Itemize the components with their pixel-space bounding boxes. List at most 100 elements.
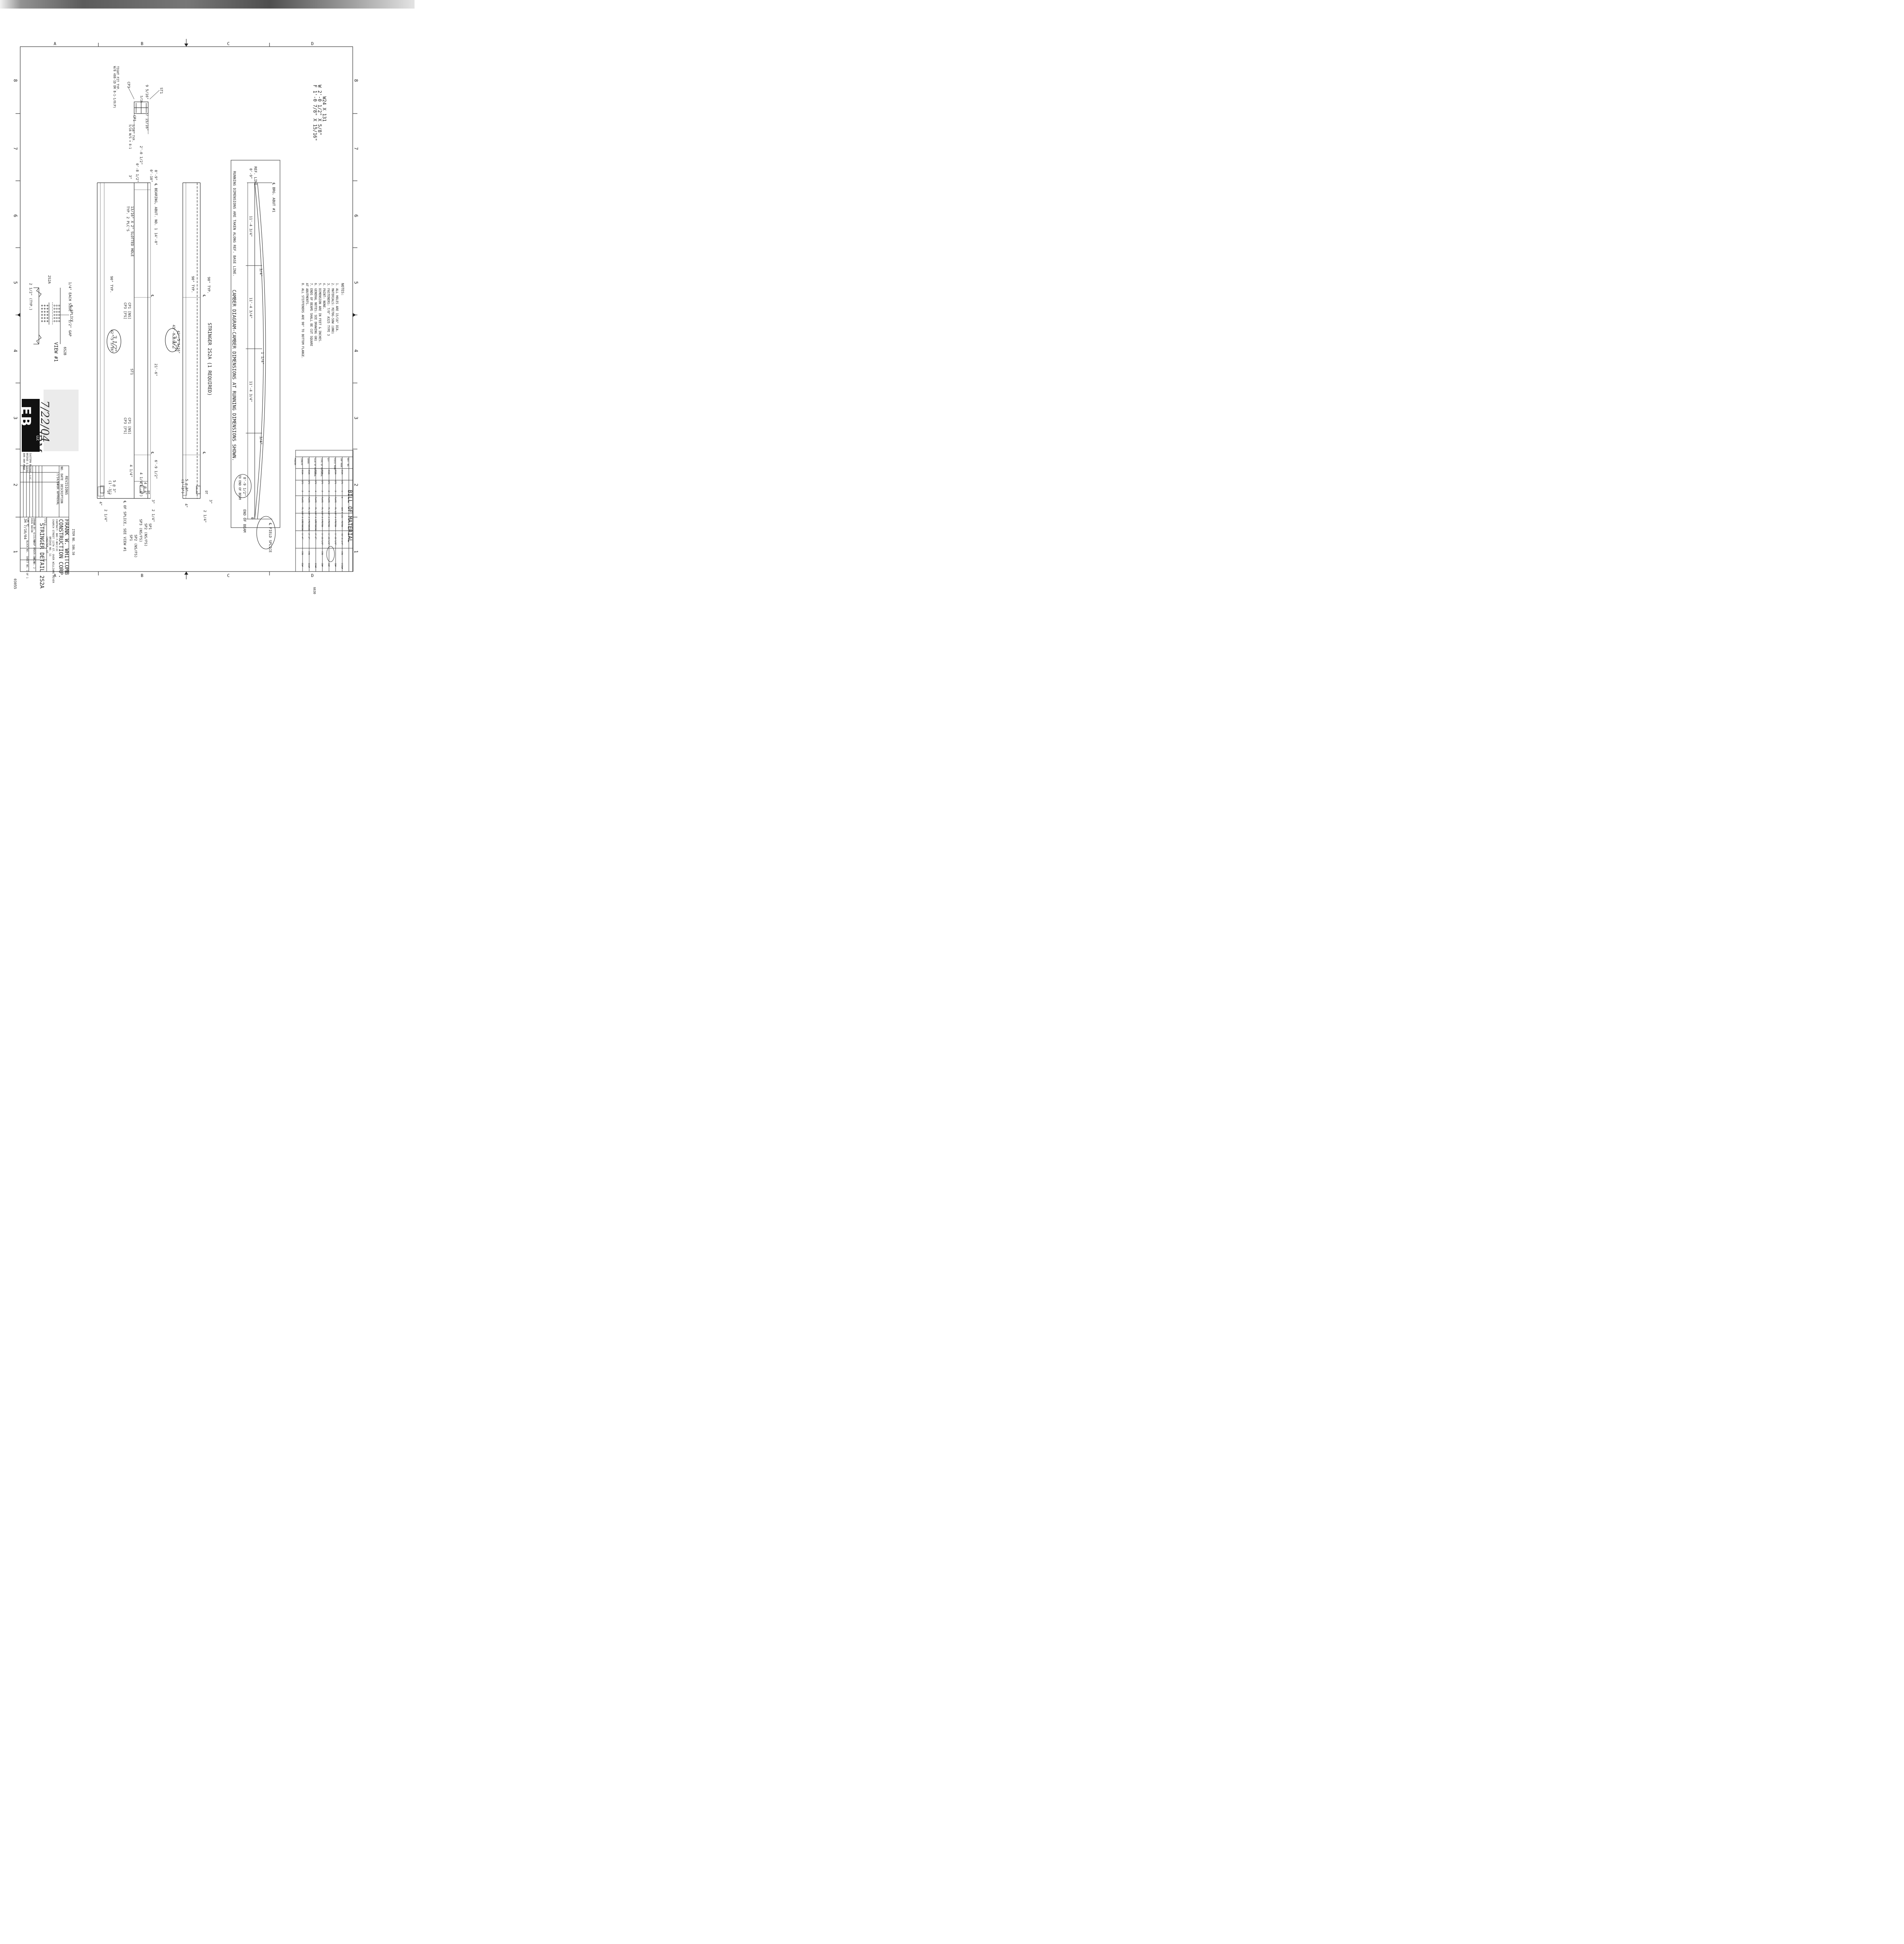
camber-span-3: 11'-4 3/4" xyxy=(248,381,252,402)
camber-field-splice: ℄ FIELD SPLICE xyxy=(268,523,272,553)
stringer-bottom-2-0-1-2: 2'-0 1/2" xyxy=(139,146,143,165)
tb-bridge: BRIDGE NO. 11 xyxy=(49,537,52,556)
bom-cell: PL 3/4" X 5" xyxy=(308,507,310,522)
view1-left-mark: 2S2A xyxy=(47,275,51,284)
bom-cell: 4 xyxy=(308,491,310,492)
stringer-top-title: STRINGER 2S2A (1 REQUIRED) xyxy=(207,323,212,396)
bolt-hole xyxy=(53,311,55,313)
stringer-bottom-5-at-3: 5 @ 3" xyxy=(112,480,116,493)
bom-cell: 2S2A xyxy=(308,470,310,475)
note-5: 5. DIMENSION ARE IN FEET & INCHES. xyxy=(318,283,322,343)
bom-cell: M270W xyxy=(334,521,336,527)
stringer-bottom-sp2b: SP2 (NS/FS) xyxy=(133,535,137,558)
section-profile: W24 X 131 xyxy=(322,96,327,122)
camber-title: CAMBER DIAGRAM-CAMBER DIMENSIONS AT RUNN… xyxy=(231,290,237,461)
bolt-hole xyxy=(53,317,55,319)
bom-cell: 2S2A xyxy=(314,470,317,475)
bom-cell: PL 1/2" X 5" xyxy=(334,507,336,522)
bom-cell: W xyxy=(341,497,343,498)
bom-cell: PL 1/2" X 5" xyxy=(321,507,323,522)
bom-title: BILL OF MATERIAL xyxy=(346,490,353,542)
bom-cell: SP3 xyxy=(308,481,310,484)
bom-cell: PLATE xyxy=(334,497,336,503)
bom-header-cell: FINISH xyxy=(294,458,296,465)
note-7b: AT ABUTMENTS. xyxy=(305,283,309,306)
stringer-bottom-sp3: SP3 (NS/FS) xyxy=(138,519,142,542)
bom-cell: 2S2A xyxy=(334,470,336,475)
grid-num-5-right: 5 xyxy=(353,281,359,284)
grid-letter-d-top: D xyxy=(311,41,314,46)
stringer-bottom-14: 14'-0" xyxy=(154,233,158,245)
stringer-bottom-slot: 13/16" X 2" SLOTTED HOLE xyxy=(130,206,134,257)
bolt-hole xyxy=(58,311,60,313)
tb-company: FRANK W. WHITCOMB xyxy=(63,519,70,575)
bom-cell: M270W xyxy=(327,521,330,527)
camber-start: 0'-9" xyxy=(248,168,252,179)
bom-cell: M270W50W xyxy=(314,521,317,531)
logo-text: EB xyxy=(18,406,33,428)
stringer-top-dt: DT xyxy=(205,491,208,495)
stringer-bottom-2-1-4b: 2 1/4" xyxy=(103,509,107,522)
stringer-top-elevation xyxy=(165,182,201,499)
bom-cell: 2 xyxy=(327,491,330,492)
grid-num-7-left: 7 xyxy=(12,147,18,150)
tb-town: CHESTER, VT xyxy=(46,537,49,554)
bolt-hole xyxy=(58,320,60,322)
bom-cell: PL 1/2" X 5" xyxy=(327,507,330,522)
bolt-hole xyxy=(56,320,58,322)
bom-cell: 2 xyxy=(301,491,303,492)
camber-ordinate-4: 0 xyxy=(250,517,254,519)
bom-cell: PLATE xyxy=(308,497,310,503)
stringer-bottom-6-9-1-2: 6'-9 1/2" xyxy=(154,460,158,479)
grid-num-6-left: 6 xyxy=(12,214,18,217)
stringer-bottom-0-9: 0'-9" xyxy=(154,170,158,181)
bolt-hole xyxy=(53,308,55,310)
tb-sheet: SHEET NO. 1 OF 1 xyxy=(26,556,28,579)
note-6: 6. GENERAL NOTES: SEE DRAWING GN1 xyxy=(314,283,317,341)
view1-splice-detail xyxy=(33,287,69,344)
stringer-bottom-cp3-b: CP3 [FS] xyxy=(123,418,127,435)
bom-cell: 2S2A xyxy=(341,470,343,475)
bom-cell: 1'-10 5/8" xyxy=(321,533,323,545)
bolt-hole xyxy=(58,317,60,319)
hand-circle-field-splice xyxy=(256,516,276,549)
stringer-bottom-2-1-4: 2 1/4" xyxy=(151,509,155,522)
section-view xyxy=(128,87,160,134)
bom-cell: W24 X 131 xyxy=(341,507,343,518)
stringer-bottom-3: 3" xyxy=(128,175,132,179)
title-block-lines xyxy=(20,465,69,572)
tb-project: CHURCH STREET 11TH ST. OVER WILLIAMS RIV… xyxy=(52,519,55,583)
eastern-bridge-logo xyxy=(22,399,40,452)
view1-right-mark: 6S2B xyxy=(63,347,66,355)
view1-typ: 2 1/2" (TYP.) xyxy=(28,283,32,311)
bom-header-cell: QTY xyxy=(327,458,329,462)
bom-cell: M270W xyxy=(341,521,343,527)
note-2: 2. MATERIALS: M270G-50W (UNO) xyxy=(331,283,334,334)
hand-circle-end-dim xyxy=(234,474,252,498)
bom-cell: 2S2A xyxy=(327,470,330,475)
tb-chk-2: JH 7/16/04 xyxy=(23,518,27,540)
stringer-bottom-splice-bolts xyxy=(98,481,148,499)
tb-rev-row-date: 7/14/04 xyxy=(56,473,60,486)
drawing-linework xyxy=(16,39,357,579)
stringer-bottom-splice-label: ℄ OF SPLICE, SEE VIEW #1 xyxy=(122,501,126,552)
tb-company-2: CONSTRUCTION CORP. xyxy=(58,519,64,578)
camber-note: RUNNING DIMENSIONS ARE TAKEN ALONG REF. … xyxy=(232,171,236,276)
section-fillet-left: 5/16 xyxy=(140,96,143,103)
tb-rev-row-desc: FOR APPROVAL xyxy=(56,484,60,505)
bom-cell: 1'-4" xyxy=(301,533,303,540)
bolt-hole xyxy=(56,317,58,319)
tb-contract: CONTRACT: BHO F-NH(2)3C xyxy=(55,519,58,552)
grid-num-2-left: 2 xyxy=(12,483,18,486)
stringer-bottom-0-10: 0'-10" xyxy=(149,170,153,182)
grid-num-7-right: 7 xyxy=(353,147,359,150)
tb-rev-date: DATE xyxy=(60,474,63,481)
view1-bolt-holes xyxy=(41,304,60,322)
stringer-bottom-cp1-b: CP1 [NS] xyxy=(127,418,131,435)
grid-letter-a-bottom: A xyxy=(54,573,56,578)
bom-cell: CVN xyxy=(301,551,303,555)
bom-cell: SP2 xyxy=(314,481,317,484)
stringer-top-dim-4: 4" xyxy=(184,503,188,508)
camber-span-1: 11'-4 3/4" xyxy=(248,216,252,237)
logo-sub: LLC xyxy=(36,435,39,441)
